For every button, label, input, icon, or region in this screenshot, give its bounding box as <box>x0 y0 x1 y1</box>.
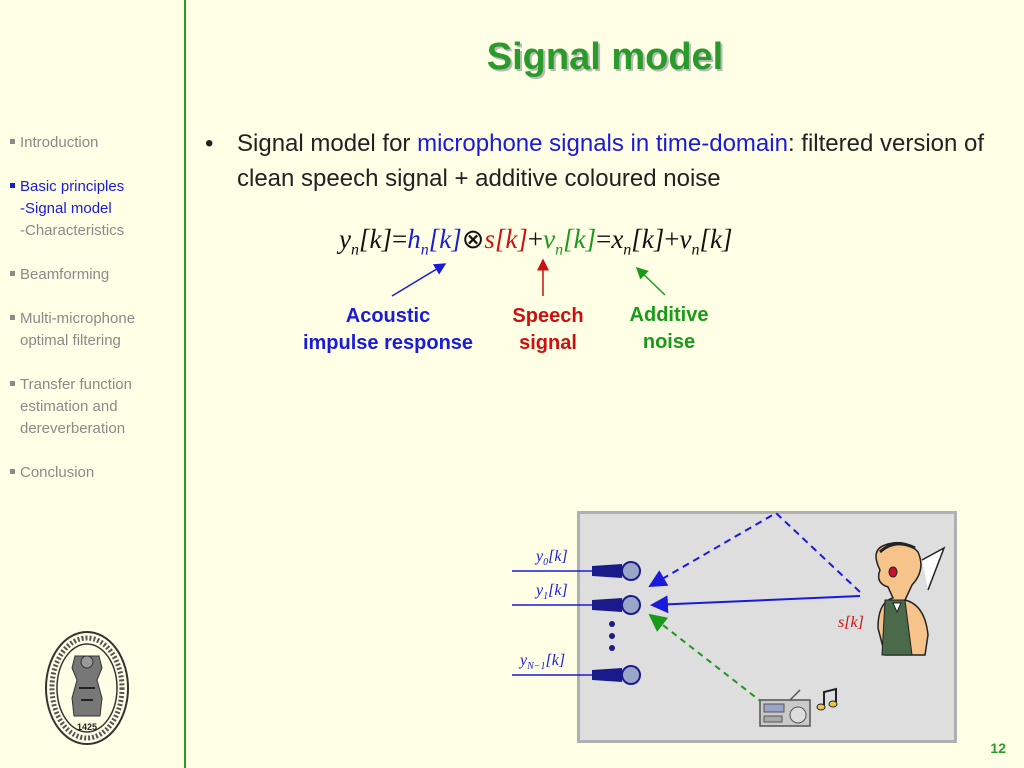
nav-label: Basic principles <box>20 178 125 195</box>
nav-item-basic-principles[interactable]: Basic principles -Signal model -Characte… <box>10 176 182 242</box>
nav-label: Conclusion <box>20 464 95 481</box>
square-bullet-icon <box>10 468 15 474</box>
nav-item-multi-microphone[interactable]: Multi-microphone optimal filtering <box>10 308 182 352</box>
square-bullet-icon <box>10 270 15 276</box>
nav-label-cont: optimal filtering <box>20 332 121 349</box>
source-label-s: s[k] <box>838 614 864 631</box>
signal-equation: yn[k]=hn[k]⊗s[k]+vn[k]=xn[k]+vn[k] <box>339 224 733 259</box>
bullet-text: Signal model for microphone signals in t… <box>237 126 1005 196</box>
arrow-noise <box>635 266 666 296</box>
ellipsis-dot <box>609 645 615 651</box>
label-acoustic-impulse: Acoustic impulse response <box>288 303 488 357</box>
nav-label: Transfer function <box>20 376 132 393</box>
label-line: Additive <box>629 304 709 326</box>
label-line: signal <box>519 332 577 354</box>
eq-equals: = <box>596 224 612 254</box>
mic-label-y1: y1[k] <box>536 582 568 603</box>
bullet-highlight: microphone signals in time-domain <box>417 130 788 157</box>
ellipsis-dot <box>609 621 615 627</box>
microphone-icon <box>592 595 641 615</box>
nav-item-introduction[interactable]: Introduction <box>10 132 182 154</box>
arrow-acoustic <box>391 263 447 297</box>
slide-title: Signal model <box>486 36 724 78</box>
page-number: 12 <box>990 740 1006 756</box>
eq-h-term: hn[k] <box>407 224 462 259</box>
eq-y: y <box>339 224 351 254</box>
nav-subitem-characteristics[interactable]: -Characteristics <box>20 222 125 239</box>
eq-plus: + <box>527 224 544 254</box>
music-note-icon <box>816 687 838 711</box>
nav-item-beamforming[interactable]: Beamforming <box>10 264 182 286</box>
nav-label: Beamforming <box>20 266 110 283</box>
eq-plus: + <box>664 224 680 254</box>
label-speech-signal: Speech signal <box>498 303 598 357</box>
radio-icon <box>759 689 811 727</box>
outline-nav: Introduction Basic principles -Signal mo… <box>10 132 182 506</box>
microphone-icon <box>592 665 641 685</box>
nav-label: Introduction <box>20 134 99 151</box>
direct-path-arrow <box>650 595 861 614</box>
label-line: Speech <box>512 305 584 327</box>
eq-sub: n <box>350 241 359 259</box>
eq-x: x <box>611 224 624 254</box>
bullet-suffix: : filtered version of clean speech signa… <box>237 130 985 192</box>
label-line: noise <box>642 331 696 353</box>
sidebar-divider <box>184 0 186 768</box>
square-bullet-icon <box>10 138 15 144</box>
nav-item-transfer-function[interactable]: Transfer function estimation and derever… <box>10 374 182 440</box>
reflection-path-arrow <box>648 511 861 593</box>
nav-label: Multi-microphone <box>20 310 136 327</box>
mic-label-y0: y0[k] <box>536 548 568 569</box>
eq-v-term: vn[k] <box>543 224 597 259</box>
nav-label-cont: estimation and <box>20 398 118 415</box>
sidebar: Introduction Basic principles -Signal mo… <box>0 0 184 768</box>
nav-subitem-signal-model[interactable]: -Signal model <box>20 200 112 217</box>
label-line: Acoustic <box>345 305 431 327</box>
eq-sub: n <box>691 241 700 259</box>
ellipsis-dot <box>609 633 615 639</box>
eq-s-term: s[k] <box>484 224 528 254</box>
speaker-person-icon <box>875 541 946 656</box>
mic-label-yN: yN−1[k] <box>520 652 566 673</box>
university-seal-icon: 1425 <box>45 631 129 745</box>
eq-convolution: ⊗ <box>461 224 485 254</box>
label-additive-noise: Additive noise <box>618 302 720 356</box>
eq-sub: n <box>623 241 632 259</box>
nav-label-cont: dereverberation <box>20 420 126 437</box>
microphone-icon <box>592 561 641 581</box>
eq-arg: [k] <box>631 224 665 254</box>
bullet-point: • Signal model for microphone signals in… <box>205 126 1005 196</box>
square-bullet-icon <box>10 380 15 386</box>
nav-item-conclusion[interactable]: Conclusion <box>10 462 182 484</box>
bullet-dot: • <box>205 130 214 157</box>
square-bullet-icon <box>10 314 15 320</box>
bullet-prefix: Signal model for <box>237 130 418 157</box>
square-bullet-icon <box>10 182 15 188</box>
seal-year: 1425 <box>77 722 97 732</box>
eq-equals: = <box>391 224 408 254</box>
eq-v: v <box>679 224 692 254</box>
eq-arg: [k] <box>358 224 392 254</box>
eq-arg: [k] <box>699 224 733 254</box>
label-line: impulse response <box>302 332 474 354</box>
noise-path-arrow <box>648 613 773 711</box>
